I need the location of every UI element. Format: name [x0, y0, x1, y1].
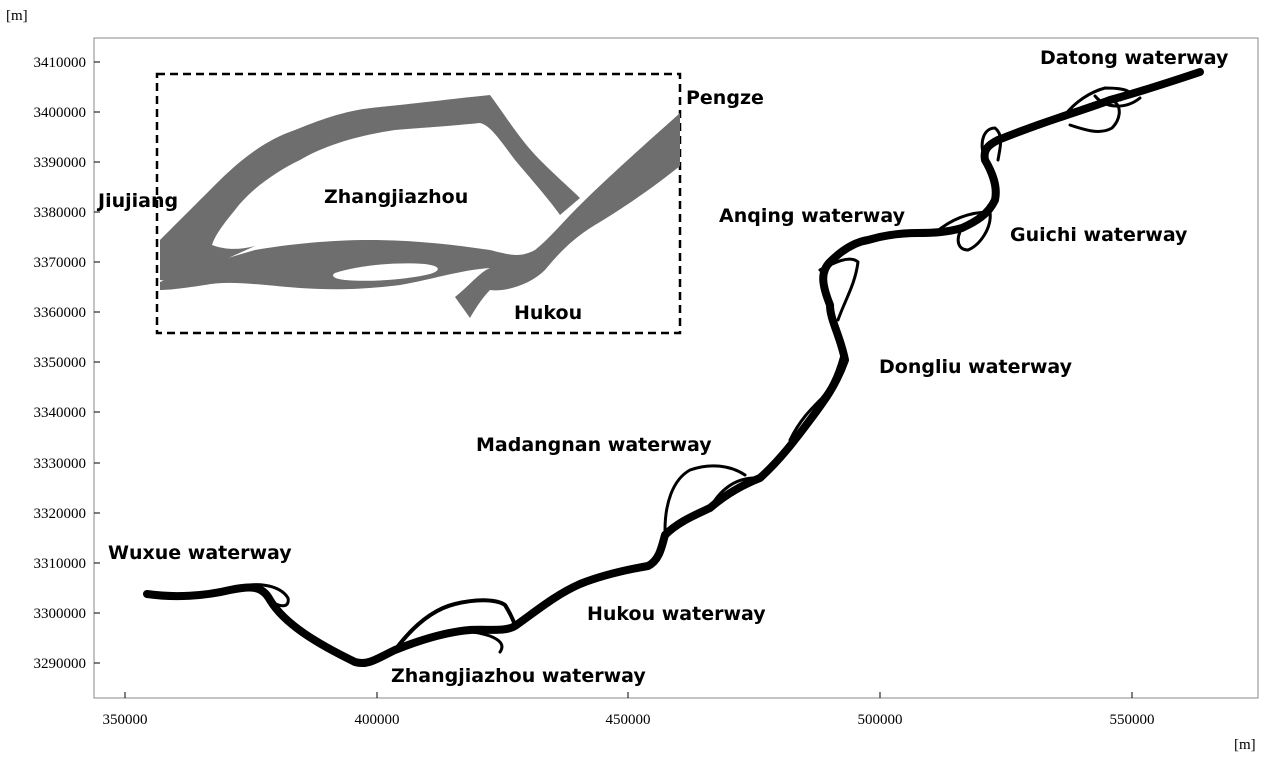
inset-label-zhangjiazhou: Zhangjiazhou: [324, 186, 468, 208]
river-side-channel: [788, 353, 844, 442]
x-tick: 350000: [103, 692, 148, 728]
river-side-channel: [1093, 94, 1142, 108]
svg-text:3400000: 3400000: [34, 105, 87, 121]
x-tick: 550000: [1110, 692, 1155, 728]
svg-text:3300000: 3300000: [34, 606, 87, 622]
inset-zhangjiazhou: [155, 72, 682, 335]
inset-border: [155, 72, 682, 335]
label-madangnan-waterway: Madangnan waterway: [476, 434, 712, 456]
river-side-channel: [1068, 100, 1121, 133]
label-anqing-waterway: Anqing waterway: [719, 205, 906, 227]
river-side-channel: [933, 210, 992, 252]
y-tick: 3360000: [34, 305, 100, 321]
label-wuxue-waterway: Wuxue waterway: [108, 542, 292, 564]
y-tick: 3340000: [34, 405, 100, 421]
y-tick: 3320000: [34, 506, 100, 522]
x-tick: 450000: [606, 692, 651, 728]
river-side-channel: [818, 257, 860, 322]
svg-text:3390000: 3390000: [34, 155, 87, 171]
x-tick: 500000: [858, 692, 903, 728]
label-hukou-waterway: Hukou waterway: [587, 603, 766, 625]
y-tick: 3330000: [34, 456, 100, 472]
svg-text:3330000: 3330000: [34, 456, 87, 472]
label-datong-waterway: Datong waterway: [1040, 47, 1229, 69]
svg-text:500000: 500000: [858, 712, 903, 728]
svg-text:450000: 450000: [606, 712, 651, 728]
label-dongliu-waterway: Dongliu waterway: [879, 356, 1073, 378]
plot-frame: [93, 37, 1259, 699]
x-unit-label: [m]: [1234, 737, 1256, 753]
y-axis: 3410000 3400000 3390000 3380000 3370000 …: [34, 55, 100, 672]
svg-text:3290000: 3290000: [34, 656, 87, 672]
x-axis: 350000 400000 450000 500000 550000: [103, 692, 1155, 728]
y-unit-label: [m]: [6, 8, 28, 24]
svg-text:400000: 400000: [355, 712, 400, 728]
y-tick: 3400000: [34, 105, 100, 121]
svg-text:3340000: 3340000: [34, 405, 87, 421]
svg-text:550000: 550000: [1110, 712, 1155, 728]
svg-text:3370000: 3370000: [34, 255, 87, 271]
inset-label-hukou: Hukou: [514, 302, 582, 324]
inset-label-pengze: Pengze: [686, 87, 764, 109]
svg-text:3380000: 3380000: [34, 205, 87, 221]
y-tick: 3370000: [34, 255, 100, 271]
y-tick: 3380000: [34, 205, 100, 221]
svg-text:3350000: 3350000: [34, 355, 87, 371]
river-side-channel: [418, 629, 504, 654]
inset-label-jiujiang: Jiujiang: [96, 190, 178, 212]
inset-island: [333, 263, 438, 281]
x-tick: 400000: [355, 692, 400, 728]
y-tick: 3390000: [34, 155, 100, 171]
svg-text:3360000: 3360000: [34, 305, 87, 321]
y-tick: 3300000: [34, 606, 100, 622]
y-tick: 3290000: [34, 656, 100, 672]
svg-text:3310000: 3310000: [34, 556, 87, 572]
river-side-channel: [708, 476, 757, 510]
river-side-channel: [663, 464, 747, 532]
y-tick: 3410000: [34, 55, 100, 71]
river-network: [143, 68, 1204, 667]
label-guichi-waterway: Guichi waterway: [1010, 224, 1188, 246]
inset-river-north-branch: [160, 95, 580, 282]
inset-river-south-branch: [160, 113, 680, 318]
label-zhangjiazhou-waterway: Zhangjiazhou waterway: [391, 665, 646, 687]
river-side-channel: [1063, 86, 1131, 117]
y-tick: 3310000: [34, 556, 100, 572]
y-tick: 3350000: [34, 355, 100, 371]
river-side-channel: [228, 583, 290, 608]
river-side-channel: [393, 598, 517, 652]
svg-text:3320000: 3320000: [34, 506, 87, 522]
svg-text:3410000: 3410000: [34, 55, 87, 71]
river-side-channel: [980, 126, 1003, 162]
svg-text:350000: 350000: [103, 712, 148, 728]
